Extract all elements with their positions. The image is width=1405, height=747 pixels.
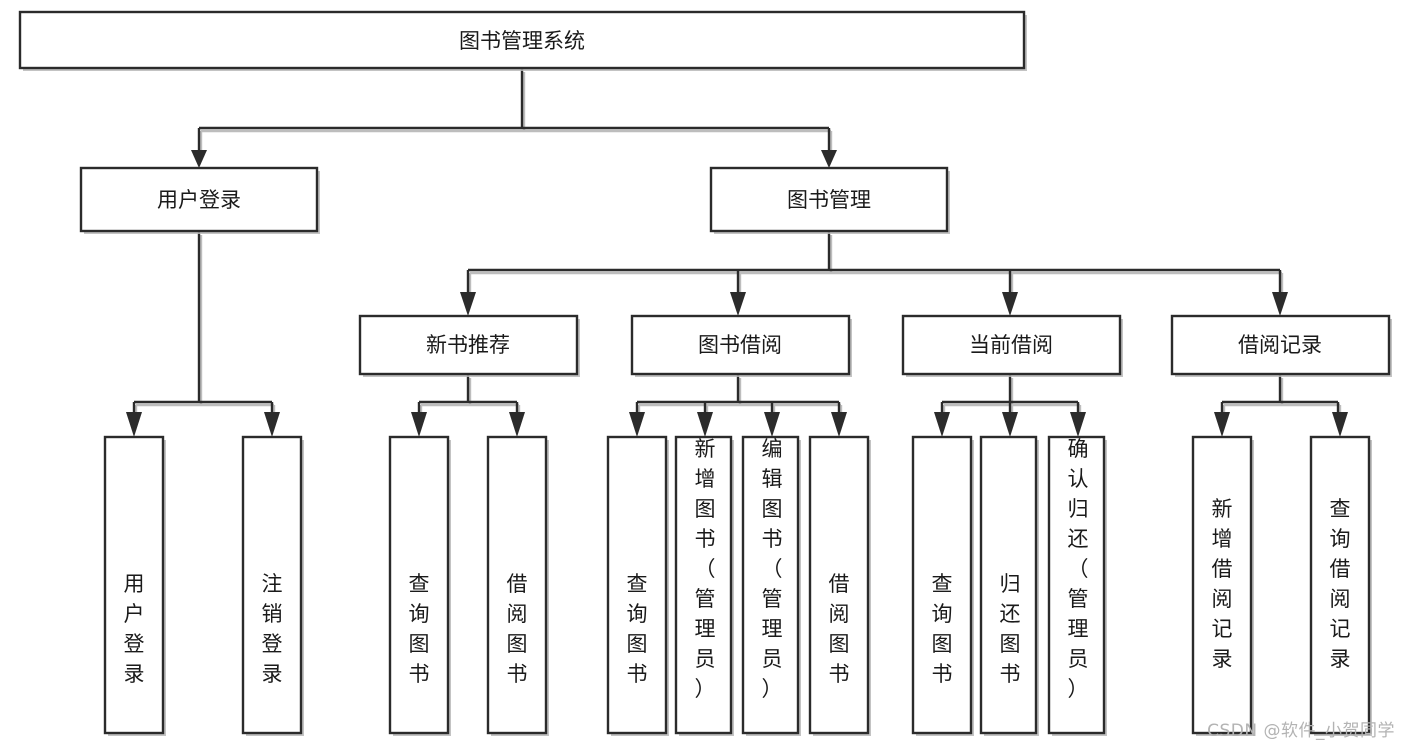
node-user-login[interactable]: 用户登录 bbox=[79, 166, 320, 234]
node-book-borrow[interactable]: 图书借阅 bbox=[630, 314, 852, 377]
node-leaf-2-box[interactable] bbox=[241, 435, 303, 735]
connector-root-to-level1 bbox=[191, 69, 837, 168]
connector-layer bbox=[126, 69, 1348, 437]
node-leaf-7-label: 编辑图书（管理员） bbox=[762, 437, 783, 701]
node-leaf-12-label: 新增借阅记录 bbox=[1212, 497, 1233, 671]
node-leaf-10-label: 归还图书 bbox=[1000, 572, 1021, 686]
node-current-borrow-box[interactable] bbox=[901, 314, 1122, 376]
node-leaf-6-label: 新增图书（管理员） bbox=[695, 437, 716, 701]
node-borrow-record-label: 借阅记录 bbox=[1238, 333, 1322, 357]
node-leaf-6[interactable]: 新增图书（管理员） bbox=[674, 435, 734, 736]
node-leaf-2[interactable]: 注销登录 bbox=[241, 435, 304, 736]
node-root-label: 图书管理系统 bbox=[459, 29, 585, 53]
node-root[interactable]: 图书管理系统 bbox=[18, 10, 1027, 71]
node-leaf-11[interactable]: 确认归还（管理员） bbox=[1047, 435, 1107, 736]
node-leaf-5[interactable]: 查询图书 bbox=[606, 435, 669, 736]
node-leaf-4-box[interactable] bbox=[486, 435, 548, 735]
node-leaf-9[interactable]: 查询图书 bbox=[911, 435, 974, 736]
node-leaf-10[interactable]: 归还图书 bbox=[979, 435, 1039, 736]
node-book-borrow-label: 图书借阅 bbox=[698, 333, 782, 357]
connector-currentborrow-to-leaves bbox=[934, 375, 1086, 437]
node-leaf-3-box[interactable] bbox=[388, 435, 450, 735]
connector-userlogin-to-leaves bbox=[126, 232, 280, 437]
node-leaf-10-box[interactable] bbox=[979, 435, 1038, 735]
connector-borrowrecord-to-leaves bbox=[1214, 375, 1348, 437]
node-leaf-12[interactable]: 新增借阅记录 bbox=[1191, 435, 1254, 736]
node-leaf-9-label: 查询图书 bbox=[932, 572, 953, 686]
node-user-login-label: 用户登录 bbox=[157, 188, 241, 212]
node-leaf-1-label: 用户登录 bbox=[124, 572, 145, 686]
node-leaf-5-label: 查询图书 bbox=[627, 572, 648, 686]
node-borrow-record-box[interactable] bbox=[1170, 314, 1391, 376]
node-leaf-12-box[interactable] bbox=[1191, 435, 1253, 735]
node-leaf-3-label: 查询图书 bbox=[409, 572, 430, 686]
node-current-borrow-label: 当前借阅 bbox=[969, 333, 1053, 357]
node-leaf-13-box[interactable] bbox=[1309, 435, 1371, 735]
node-leaf-7-box[interactable] bbox=[741, 435, 800, 735]
node-book-borrow-box[interactable] bbox=[630, 314, 851, 376]
node-leaf-13-label: 查询借阅记录 bbox=[1330, 497, 1351, 671]
node-leaf-8-box[interactable] bbox=[808, 435, 870, 735]
node-leaf-1[interactable]: 用户登录 bbox=[103, 435, 166, 736]
node-leaf-9-box[interactable] bbox=[911, 435, 973, 735]
node-new-book-rec-box[interactable] bbox=[358, 314, 579, 376]
node-book-manage[interactable]: 图书管理 bbox=[709, 166, 950, 234]
node-leaf-3[interactable]: 查询图书 bbox=[388, 435, 451, 736]
node-leaf-4[interactable]: 借阅图书 bbox=[486, 435, 549, 736]
node-leaf-11-label: 确认归还（管理员） bbox=[1068, 437, 1089, 701]
node-leaf-7[interactable]: 编辑图书（管理员） bbox=[741, 435, 801, 736]
node-leaf-5-box[interactable] bbox=[606, 435, 668, 735]
node-root-box[interactable] bbox=[18, 10, 1026, 70]
connector-newbookrec-to-leaves bbox=[411, 375, 525, 437]
node-leaf-8-label: 借阅图书 bbox=[829, 572, 850, 686]
node-leaf-8[interactable]: 借阅图书 bbox=[808, 435, 871, 736]
node-new-book-rec[interactable]: 新书推荐 bbox=[358, 314, 580, 377]
node-leaf-13[interactable]: 查询借阅记录 bbox=[1309, 435, 1372, 736]
node-book-manage-label: 图书管理 bbox=[787, 188, 871, 212]
node-current-borrow[interactable]: 当前借阅 bbox=[901, 314, 1123, 377]
node-leaf-2-label: 注销登录 bbox=[262, 572, 283, 686]
connector-bookborrow-to-leaves bbox=[629, 375, 847, 437]
node-leaf-1-box[interactable] bbox=[103, 435, 165, 735]
node-borrow-record[interactable]: 借阅记录 bbox=[1170, 314, 1392, 377]
node-leaf-4-label: 借阅图书 bbox=[507, 572, 528, 686]
node-new-book-rec-label: 新书推荐 bbox=[426, 333, 510, 357]
node-leaf-11-box[interactable] bbox=[1047, 435, 1106, 735]
connector-bookmanage-to-level2 bbox=[460, 232, 1288, 316]
leaf-layer: 用户登录 注销登录 查询图书 借阅图书 查询图书 bbox=[103, 435, 1372, 736]
node-user-login-box[interactable] bbox=[79, 166, 319, 233]
node-book-manage-box[interactable] bbox=[709, 166, 949, 233]
node-leaf-6-box[interactable] bbox=[674, 435, 733, 735]
